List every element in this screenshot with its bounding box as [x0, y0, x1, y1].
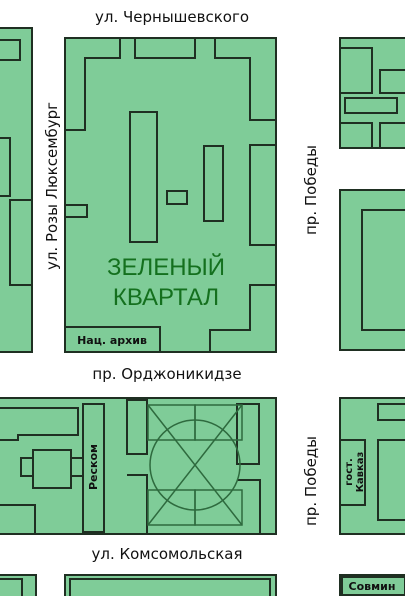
quarter-title-line2: КВАРТАЛ — [113, 284, 219, 311]
building-gq-ne — [214, 38, 276, 121]
block-bottom-left — [0, 574, 37, 596]
street-label-rosa-luxemburg: ул. Розы Люксембург — [43, 102, 61, 270]
building-rt-2 — [379, 69, 405, 94]
building-rt-3 — [344, 97, 398, 114]
building-left-2 — [0, 137, 11, 197]
block-left-upper — [0, 27, 33, 353]
street-label-ordzhonikidze: пр. Орджоникидзе — [92, 365, 241, 383]
square-se — [194, 489, 243, 526]
quarter-title-line1: ЗЕЛЕНЫЙ — [107, 253, 225, 281]
building-sovmin — [341, 576, 405, 596]
building-rt-1 — [339, 47, 373, 94]
street-label-pobedy-lower: пр. Победы — [302, 436, 320, 526]
building-rm-1 — [361, 209, 405, 331]
label-reskom: Реском — [87, 444, 100, 490]
block-green-quarter — [64, 37, 277, 353]
label-archive: Нац. архив — [77, 334, 147, 347]
building-lr-2 — [377, 439, 405, 521]
block-bottom-center — [64, 574, 277, 596]
buildings — [0, 38, 405, 596]
label-sovmin: Совмин — [349, 580, 396, 593]
square-ne — [194, 404, 243, 441]
building-gq-east — [249, 144, 276, 246]
building-labels: Нац. архив Реском гост. Кавказ Совмин — [77, 334, 395, 593]
label-hotel-line2: Кавказ — [355, 452, 366, 493]
street-label-pobedy-upper: пр. Победы — [302, 145, 320, 235]
building-left-3 — [9, 199, 32, 286]
street-label-komsomolskaya: ул. Комсомольская — [91, 545, 242, 563]
building-rt-4 — [340, 122, 373, 148]
building-ll-station-w — [20, 457, 34, 477]
building-gq-center-tall — [129, 111, 158, 243]
building-gq-nw — [64, 38, 121, 131]
building-ll-3 — [126, 399, 148, 455]
building-gq-west-small — [64, 204, 88, 218]
square-ornament — [147, 404, 243, 526]
street-labels: ул. Чернышевского ул. Розы Люксембург пр… — [43, 8, 320, 563]
building-ll-2 — [0, 504, 36, 534]
block-lower-left — [0, 397, 277, 535]
building-rt-5 — [379, 122, 405, 148]
building-ll-6 — [237, 479, 261, 534]
block-right-middle — [339, 189, 405, 351]
square-diagonals — [147, 404, 243, 526]
building-lr-1 — [377, 403, 405, 421]
building-hotel — [339, 439, 366, 506]
building-ll-4 — [236, 403, 260, 465]
building-left-1 — [0, 39, 21, 61]
building-bottom-center — [69, 578, 271, 596]
label-hotel-line1: гост. — [344, 458, 355, 486]
building-reskom — [82, 403, 105, 533]
building-gq-center-small — [166, 190, 188, 205]
quarter-title: ЗЕЛЕНЫЙ КВАРТАЛ — [107, 253, 225, 311]
street-label-chernyshevsky: ул. Чернышевского — [95, 8, 249, 26]
building-gq-center-right — [203, 145, 224, 222]
building-archive — [64, 326, 161, 353]
building-gq-se — [209, 284, 276, 352]
block-bottom-right — [339, 574, 405, 596]
building-ll-5 — [127, 474, 148, 534]
building-bottom-left — [0, 578, 23, 596]
city-blocks — [0, 27, 405, 596]
building-gq-n — [134, 38, 196, 59]
building-ll-1 — [0, 407, 79, 441]
